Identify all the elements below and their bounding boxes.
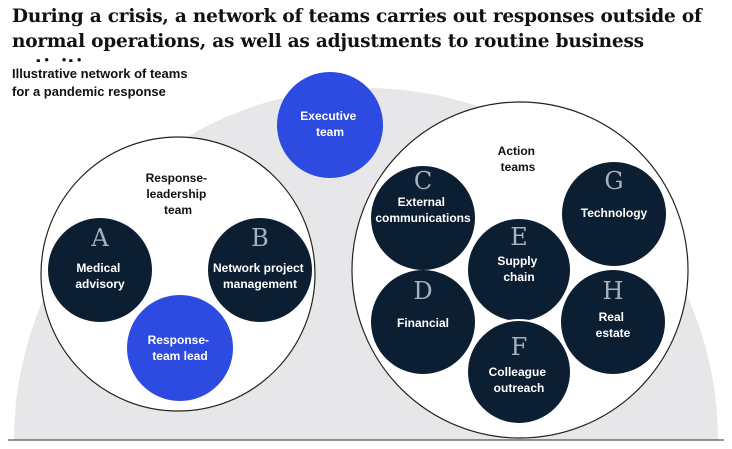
subtitle-line-1: Illustrative network of teams — [12, 66, 188, 81]
executive-team-circle — [277, 72, 383, 178]
team-e-label: Supply chain — [497, 254, 540, 284]
team-c-letter: C — [414, 167, 432, 195]
response-leadership-label: Response- leadership team — [146, 171, 211, 217]
team-f-letter: F — [511, 333, 528, 361]
team-g-circle — [562, 162, 666, 266]
subtitle-backing — [0, 62, 226, 104]
team-b-circle — [208, 218, 312, 322]
team-e-letter: E — [510, 223, 528, 251]
team-d-label: Financial — [397, 316, 449, 330]
team-c-circle — [371, 166, 475, 270]
team-h-label: Real estate — [596, 310, 631, 340]
team-f-circle — [466, 319, 572, 425]
team-g-label: Technology — [581, 206, 648, 220]
team-a-label: Medical advisory — [75, 261, 125, 291]
team-h-letter: H — [603, 277, 624, 305]
team-d-letter: D — [413, 277, 432, 305]
response-team-lead-circle — [127, 295, 233, 401]
team-b-label: Network project management — [213, 261, 307, 291]
team-c-label: External communications — [375, 195, 471, 225]
subtitle-line-2: for a pandemic response — [12, 84, 166, 99]
action-teams-label: Action teams — [498, 144, 539, 174]
team-a-circle — [48, 218, 152, 322]
team-d-circle — [371, 270, 475, 374]
team-a-letter: A — [90, 224, 109, 252]
team-b-letter: B — [251, 224, 269, 252]
response-leadership-group — [40, 136, 316, 412]
team-h-circle — [561, 270, 665, 374]
response-team-lead-label: Response- team lead — [148, 333, 213, 363]
subtitle: Illustrative network of teams for a pand… — [12, 66, 191, 99]
executive-team-label: Executive team — [300, 109, 359, 139]
team-g-letter: G — [604, 167, 623, 195]
team-f-label: Colleague outreach — [489, 365, 550, 395]
